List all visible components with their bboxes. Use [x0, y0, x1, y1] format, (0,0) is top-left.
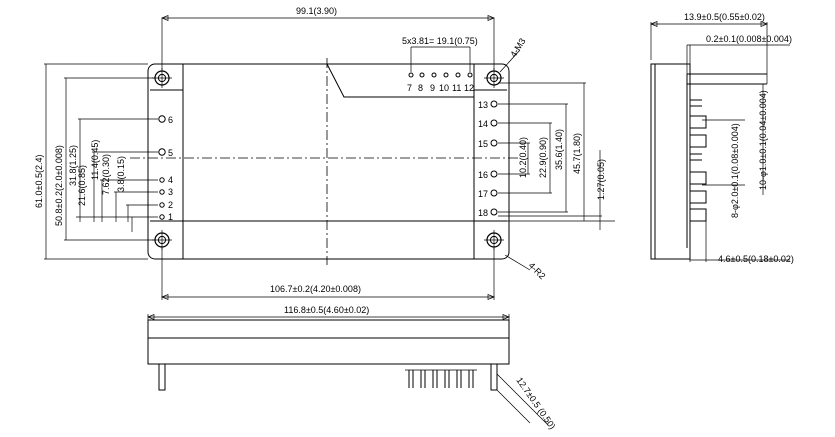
pin-label: 17	[478, 189, 488, 199]
pin-label: 10	[439, 83, 449, 93]
dim-pin-pitch: 5x3.81= 19.1(0.75)	[402, 36, 478, 46]
pin-label: 16	[478, 170, 488, 180]
pin-label: 18	[478, 208, 488, 218]
dim-corner-radius: 4-R2	[527, 260, 548, 281]
dim-3-8: 3.8(0.15)	[116, 156, 126, 192]
dim-10-2: 10.2(0.40)	[518, 137, 528, 178]
dim-pin-len: 4.6±0.5(0.18±0.02)	[718, 254, 794, 264]
left-dimensions: 61.0±0.5(2.4) 50.8±0.2(2.0±0.008) 31.8(1…	[34, 63, 158, 260]
pin-label: 15	[478, 139, 488, 149]
pin-label: 3	[168, 187, 173, 197]
pin-label: 5	[168, 148, 173, 158]
left-pins: 6 5 4 3 2 1	[158, 115, 173, 222]
pin-label: 8	[418, 83, 423, 93]
pin-label: 7	[407, 83, 412, 93]
module-inner-outline	[150, 64, 507, 259]
right-dimensions: 10.2(0.40) 22.9(0.90) 35.6(1.40) 45.7(1.…	[498, 82, 615, 230]
top-view: 6 5 4 3 2 1 7 8 9 10 11 12	[34, 6, 615, 301]
dim-side-depth: 13.9±0.5(0.55±0.02)	[684, 12, 765, 22]
top-pins: 7 8 9 10 11 12	[407, 72, 474, 93]
dim-45-7: 45.7(1.80)	[572, 133, 582, 174]
pin-label: 1	[168, 212, 173, 222]
pin-label: 11	[452, 83, 461, 93]
mounting-hole	[484, 230, 504, 250]
dim-bottom-callout: 12.7±0.5 (0.50)	[514, 375, 557, 431]
dim-hole-pitch-v: 50.8±0.2(2.0±0.008)	[54, 145, 64, 226]
mounting-hole	[152, 68, 172, 88]
front-body	[147, 319, 510, 365]
side-body	[650, 63, 691, 260]
pin-label: 12	[464, 83, 474, 93]
dim-width-top: 99.1(3.90)	[296, 6, 337, 16]
dim-7-62: 7.62(0.30)	[101, 154, 111, 195]
mounting-hole	[152, 230, 172, 250]
right-pins: 13 14 15 16 17 18	[478, 100, 498, 218]
pin-label: 4	[168, 175, 173, 185]
pin-label: 14	[478, 119, 488, 129]
dim-1-27: 1.27(0.05)	[596, 159, 606, 200]
dim-height-total: 61.0±0.5(2.4)	[34, 155, 44, 208]
label-edge	[326, 63, 474, 98]
dim-hole-pitch-h: 106.7±0.2(4.20±0.008)	[270, 284, 361, 294]
dim-22-9: 22.9(0.90)	[538, 137, 548, 178]
pin-label: 2	[168, 200, 173, 210]
dim-length-total: 116.8±0.5(4.60±0.02)	[284, 305, 369, 315]
dim-mount-hole: 4-M3	[508, 36, 527, 59]
front-view: 116.8±0.5(4.60±0.02) 12.7±0.5 (0.50)	[147, 305, 558, 431]
dim-35-6: 35.6(1.40)	[554, 129, 564, 170]
dim-11-4: 11.4(0.45)	[90, 140, 100, 180]
mounting-hole	[484, 68, 504, 88]
side-view: 13.9±0.5(0.55±0.02) 0.2±0.1(0.008±0.004)…	[650, 12, 794, 264]
dim-21-6: 21.6(0.85)	[77, 165, 87, 206]
pin-label: 13	[478, 100, 488, 110]
dim-side-plate: 0.2±0.1(0.008±0.004)	[706, 34, 792, 44]
module-outline	[147, 63, 510, 260]
pin-label: 6	[168, 115, 173, 125]
dim-pin-dia-large: 8-φ2.0±0.1(0.08±0.004)	[730, 123, 740, 218]
pin-label: 9	[430, 83, 435, 93]
dim-31-8: 31.8(1.25)	[68, 145, 78, 186]
